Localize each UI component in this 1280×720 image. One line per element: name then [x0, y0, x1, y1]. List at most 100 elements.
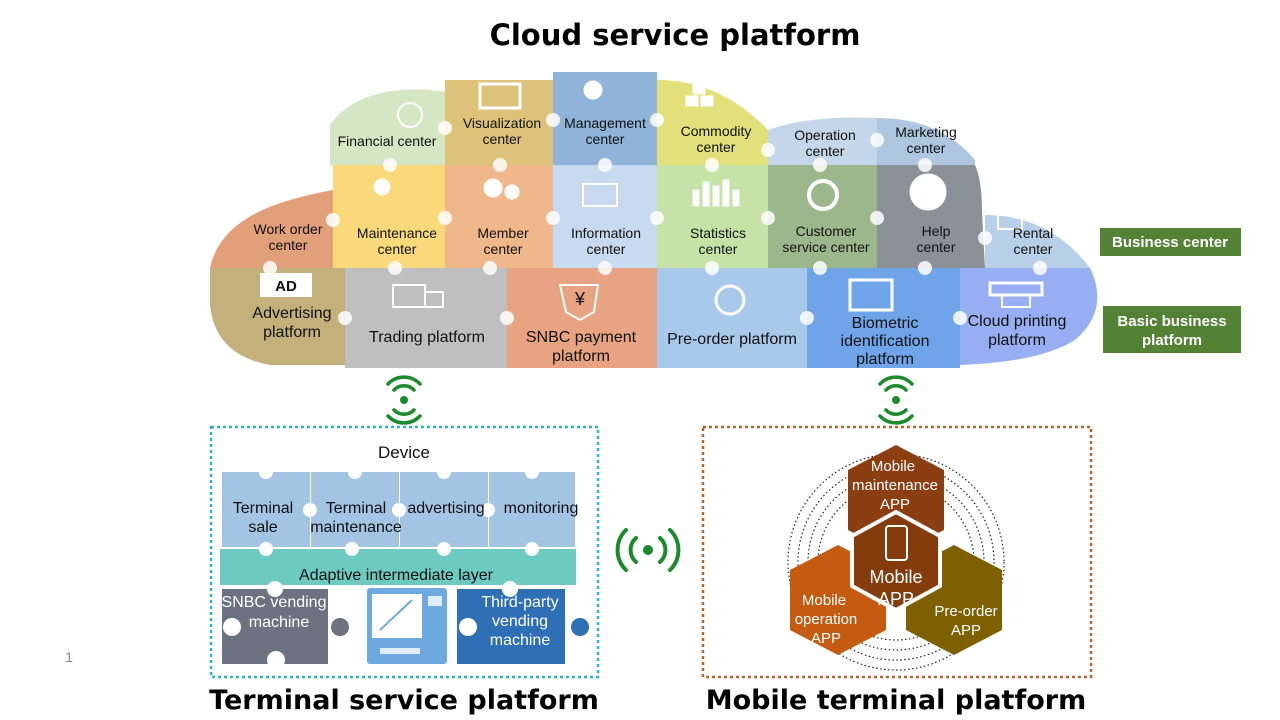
- monitoring-piece: [489, 472, 575, 547]
- advertising-piece-label: advertising: [407, 500, 484, 517]
- terminal-maintenance-label-1: Terminal: [326, 500, 386, 517]
- information-center-piece: [553, 165, 657, 268]
- yen-symbol: ¥: [574, 289, 586, 309]
- basic-business-badge: [1103, 306, 1241, 353]
- coin-icon: [397, 102, 423, 128]
- member-label-2: center: [484, 241, 523, 257]
- maintenance-app-label-3: APP: [880, 496, 910, 513]
- cloud-top-row: [330, 72, 975, 165]
- puzzle-knobs: [263, 113, 1047, 325]
- shield-yen-icon: [558, 284, 600, 322]
- maintenance-label-2: center: [378, 241, 417, 257]
- snbc-machine-label-2: machine: [249, 614, 310, 631]
- center-app-label-2: APP: [878, 589, 914, 609]
- mobile-frame: [701, 425, 1093, 679]
- operation-center-piece: [768, 117, 877, 165]
- third-party-label-3: machine: [490, 632, 551, 649]
- work-order-center-piece: [210, 190, 333, 268]
- statistics-label-2: center: [699, 241, 738, 257]
- basic-business-text-1: Basic business: [1117, 313, 1226, 330]
- mobile-labels: Mobile maintenance APP Mobile operation …: [795, 458, 998, 647]
- page-number: 1: [65, 649, 73, 665]
- commodity-label-2: center: [697, 139, 736, 155]
- biometric-platform-piece: [807, 268, 960, 368]
- financial-center-piece: [330, 89, 445, 165]
- manager-icon: [583, 80, 603, 100]
- face-scan-icon: [848, 278, 894, 312]
- presentation-icon: [478, 82, 522, 110]
- operation-label-1: Operation: [794, 127, 855, 143]
- marketing-center-piece: [877, 118, 975, 165]
- cloud-printing-label-2: platform: [988, 332, 1046, 349]
- terminal-maintenance-label-2: maintenance: [310, 519, 402, 536]
- visualization-label-1: Visualization: [463, 115, 541, 131]
- trading-label: Trading platform: [369, 329, 485, 346]
- biometric-label-2: identification: [841, 333, 930, 350]
- business-center-badge: [1100, 228, 1241, 256]
- help-center-piece: [877, 165, 985, 268]
- wifi-icon-right: [878, 375, 914, 425]
- commodity-center-piece: [657, 80, 768, 165]
- operation-app-label-2: operation: [795, 611, 858, 628]
- rental-label-2: center: [1014, 241, 1053, 257]
- operation-app-label-1: Mobile: [802, 592, 846, 609]
- maintenance-label-1: Maintenance: [357, 225, 437, 241]
- adaptive-layer-label: Adaptive intermediate layer: [299, 567, 494, 584]
- visualization-center-piece: [445, 80, 553, 165]
- marketing-label-2: center: [907, 140, 946, 156]
- statistics-label-1: Statistics: [690, 225, 746, 241]
- center-app-label-1: Mobile: [869, 567, 922, 587]
- financial-center-label: Financial center: [338, 133, 437, 149]
- work-order-label-1: Work order: [254, 221, 323, 237]
- terminal-sale-label-2: sale: [248, 519, 277, 536]
- third-party-label-1: Third-party: [481, 594, 558, 611]
- envelope-icon: [582, 183, 618, 207]
- operation-label-2: center: [806, 143, 845, 159]
- middle-row-labels: Work order center Maintenance center Mem…: [254, 221, 1054, 257]
- terminal-sale-piece: [222, 472, 310, 547]
- help-label-1: Help: [922, 223, 951, 239]
- information-label-2: center: [587, 241, 626, 257]
- headset-icon: [807, 179, 839, 211]
- marketing-label-1: Marketing: [895, 124, 956, 140]
- boxes-icon: [685, 95, 699, 107]
- operation-app-label-3: APP: [811, 630, 841, 647]
- members-icon: [483, 178, 503, 198]
- help-label-2: center: [917, 239, 956, 255]
- device-pieces: [220, 465, 595, 669]
- cloud-title: Cloud service platform: [490, 18, 861, 52]
- cloud-printing-label-1: Cloud printing: [968, 313, 1067, 330]
- rental-icon: [997, 214, 1023, 230]
- biometric-label-1: Biometric: [852, 315, 919, 332]
- terminal-title: Terminal service platform: [209, 685, 599, 716]
- bottom-row-labels: Advertising platform Trading platform SN…: [252, 305, 1066, 368]
- advertising-piece: [400, 472, 488, 547]
- statistics-center-piece: [657, 165, 768, 268]
- advertising-label-1: Advertising: [252, 305, 331, 322]
- cloud-icons: [260, 80, 1044, 322]
- advertising-label-2: platform: [263, 324, 321, 341]
- mobile-title: Mobile terminal platform: [706, 685, 1086, 716]
- customer-label-2: service center: [782, 239, 869, 255]
- ad-badge-icon: [260, 273, 312, 297]
- management-center-piece: [553, 72, 657, 165]
- biometric-label-3: platform: [856, 351, 914, 368]
- management-label-1: Management: [564, 115, 646, 131]
- snbc-payment-label-2: platform: [552, 348, 610, 365]
- phone-icon: [885, 525, 908, 561]
- wifi-icon-center: [615, 528, 681, 572]
- member-label-1: Member: [477, 225, 529, 241]
- device-label: Device: [378, 443, 430, 462]
- information-label-1: Information: [571, 225, 641, 241]
- wifi-icon-left: [386, 375, 422, 425]
- bar-chart-icon: [692, 189, 700, 207]
- top-row-labels: Financial center Visualization center Ma…: [338, 115, 957, 159]
- cloud-middle-row: [210, 165, 1090, 268]
- visualization-label-2: center: [483, 131, 522, 147]
- monitoring-label: monitoring: [504, 500, 579, 517]
- maintenance-app-label-1: Mobile: [871, 458, 915, 475]
- snbc-machine-label-1: SNBC vending: [222, 594, 327, 611]
- snbc-payment-label-1: SNBC payment: [526, 329, 637, 346]
- trading-platform-piece: [345, 268, 507, 368]
